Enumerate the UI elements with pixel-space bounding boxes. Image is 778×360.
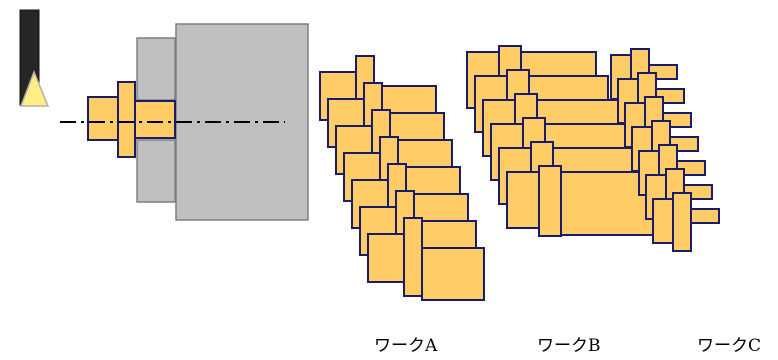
work-b-stack: [466, 45, 657, 237]
chuck-jaw-lower: [136, 139, 176, 203]
work-c-part-section-1: [652, 198, 676, 244]
mounted-workpiece-step-1: [87, 96, 119, 141]
work-c-part-section-2: [672, 192, 692, 252]
work-c-label: ワークC: [697, 336, 762, 356]
mounted-workpiece-flange: [117, 81, 136, 158]
work-a-part-section-3: [421, 247, 485, 301]
mounted-workpiece-body: [134, 100, 176, 139]
work-b-part-section-2: [538, 165, 562, 237]
work-b-part: [506, 165, 657, 237]
work-b-label: ワークB: [537, 336, 601, 356]
cutting-tool-icon: [19, 9, 50, 107]
work-c-stack: [610, 48, 720, 252]
work-a-part-section-2: [403, 217, 423, 297]
work-b-part-section-1: [506, 171, 542, 229]
chuck-jaw-upper: [136, 37, 176, 101]
mounted-workpiece: [87, 81, 176, 158]
work-a-stack: [319, 55, 485, 301]
work-a-label: ワークA: [374, 336, 438, 356]
work-c-part: [652, 192, 720, 252]
work-a-part-section-1: [367, 233, 407, 283]
work-c-part-section-3: [690, 208, 720, 224]
work-a-part: [367, 217, 485, 301]
tool-tip: [19, 69, 50, 107]
